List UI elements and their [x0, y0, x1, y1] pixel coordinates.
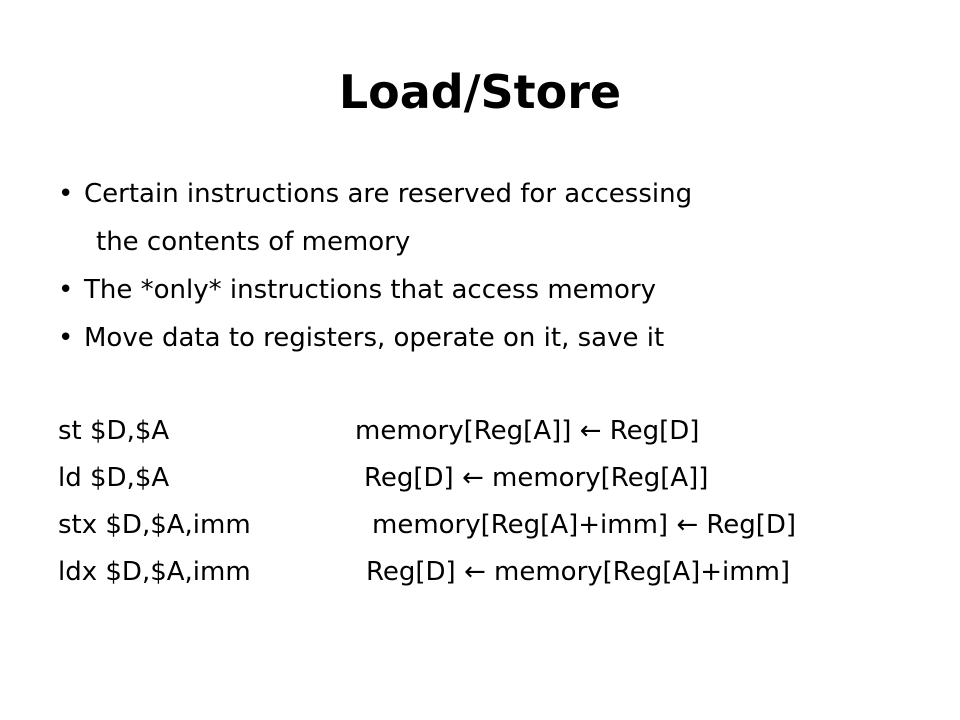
bullet-item-3: • Move data to registers, operate on it, … — [58, 314, 938, 362]
instruction-opcode: ld $D,$A — [58, 463, 170, 493]
instruction-row: stx $D,$A,imm memory[Reg[A]+imm] ← Reg[D… — [58, 502, 938, 549]
bullet-dot: • — [58, 275, 74, 305]
instruction-semantics: memory[Reg[A]+imm] ← Reg[D] — [372, 510, 797, 540]
bullet-dot: • — [58, 179, 74, 209]
bullet-text: Move data to registers, operate on it, s… — [84, 323, 665, 353]
instruction-opcode: stx $D,$A,imm — [58, 510, 251, 540]
bullet-continuation: the contents of memory — [96, 227, 411, 257]
instruction-semantics: Reg[D] ← memory[Reg[A]+imm] — [366, 557, 791, 587]
slide-title: Load/Store — [338, 65, 622, 119]
bullet-item-2: • The *only* instructions that access mem… — [58, 266, 938, 314]
bullet-dot: • — [58, 323, 74, 353]
bullet-item-1: • Certain instructions are reserved for a… — [58, 170, 938, 218]
instruction-row: st $D,$A memory[Reg[A]] ← Reg[D] — [58, 408, 938, 455]
instruction-semantics: memory[Reg[A]] ← Reg[D] — [355, 416, 700, 446]
instruction-semantics: Reg[D] ← memory[Reg[A]] — [364, 463, 709, 493]
instruction-row: ldx $D,$A,imm Reg[D] ← memory[Reg[A]+imm… — [58, 549, 938, 596]
instruction-table: st $D,$A memory[Reg[A]] ← Reg[D] ld $D,$… — [58, 408, 938, 596]
bullet-list: • Certain instructions are reserved for a… — [58, 170, 938, 362]
bullet-text: Certain instructions are reserved for ac… — [84, 179, 693, 209]
bullet-text: The *only* instructions that access memo… — [84, 275, 656, 305]
instruction-opcode: st $D,$A — [58, 416, 170, 446]
instruction-opcode: ldx $D,$A,imm — [58, 557, 251, 587]
instruction-row: ld $D,$A Reg[D] ← memory[Reg[A]] — [58, 455, 938, 502]
